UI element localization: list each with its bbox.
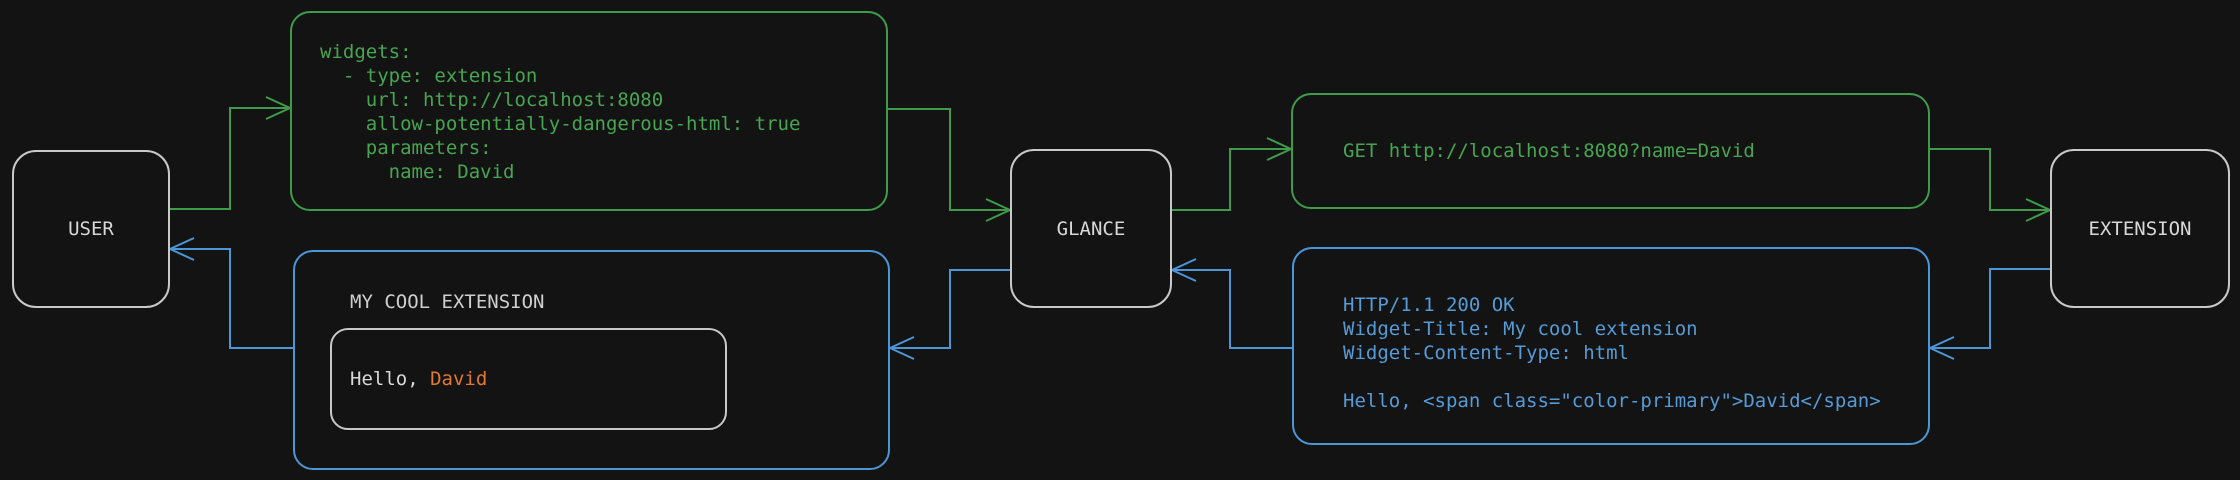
user-to-config-arrowhead-icon [265, 96, 293, 120]
glance-to-widget-line [892, 269, 1010, 349]
flow-extension-to-response [1927, 268, 2050, 360]
glance-to-request-arrowhead-icon [1266, 137, 1294, 161]
config-to-glance-arrowhead-icon [985, 198, 1013, 222]
user-node-label: USER [68, 218, 114, 240]
glance-node: GLANCE [1010, 149, 1172, 308]
config-code-line: allow-potentially-dangerous-html: true [320, 113, 801, 135]
response-code-line: Widget-Title: My cool extension [1343, 318, 1698, 340]
request-to-extension-line [1930, 148, 2048, 211]
http-request-line: GET http://localhost:8080?name=David [1343, 140, 1755, 162]
widget-config-box: widgets: - type: extension url: http://l… [290, 11, 888, 211]
flow-config-to-glance [888, 108, 1013, 222]
widget-to-user-arrowhead-icon [167, 237, 195, 261]
glance-to-widget-arrowhead-icon [887, 336, 915, 360]
widget-title: MY COOL EXTENSION [350, 291, 545, 313]
glance-node-label: GLANCE [1056, 217, 1126, 240]
widget-greeting-box: Hello, David [330, 328, 727, 430]
greeting-name: David [430, 368, 488, 390]
flow-glance-to-request [1172, 137, 1294, 211]
extension-node-label: EXTENSION [2088, 217, 2192, 240]
response-code-line: HTTP/1.1 200 OK [1343, 294, 1515, 316]
response-code-line [1343, 365, 1928, 389]
rendered-widget-box: MY COOL EXTENSION Hello, David [293, 250, 890, 470]
response-code-line: Widget-Content-Type: html [1343, 342, 1629, 364]
config-code-line: - type: extension [320, 65, 538, 87]
extension-to-response-line [1932, 268, 2050, 349]
response-to-glance-arrowhead-icon [1169, 258, 1197, 282]
config-code-line: name: David [320, 161, 515, 183]
http-response-box: HTTP/1.1 200 OK Widget-Title: My cool ex… [1292, 247, 1930, 445]
flow-widget-to-user [167, 237, 293, 349]
extension-node: EXTENSION [2050, 149, 2230, 308]
request-to-extension-arrowhead-icon [2025, 198, 2053, 222]
flow-glance-to-widget [887, 269, 1010, 360]
user-to-config-line [170, 107, 288, 210]
flow-request-to-extension [1930, 148, 2053, 222]
greeting-prefix: Hello, [350, 368, 431, 390]
config-code-line: parameters: [320, 137, 492, 159]
config-code-line: url: http://localhost:8080 [320, 89, 664, 111]
config-to-glance-line [888, 108, 1008, 211]
response-to-glance-line [1174, 269, 1292, 349]
config-code-line: widgets: [320, 41, 412, 63]
flow-response-to-glance [1169, 258, 1292, 349]
glance-to-request-line [1172, 148, 1289, 211]
http-request-box: GET http://localhost:8080?name=David [1291, 93, 1930, 209]
user-node: USER [12, 150, 170, 308]
flow-user-to-config [170, 96, 293, 210]
response-code-line: Hello, <span class="color-primary">David… [1343, 390, 1881, 412]
widget-to-user-line [172, 248, 293, 349]
extension-to-response-arrowhead-icon [1927, 336, 1955, 360]
